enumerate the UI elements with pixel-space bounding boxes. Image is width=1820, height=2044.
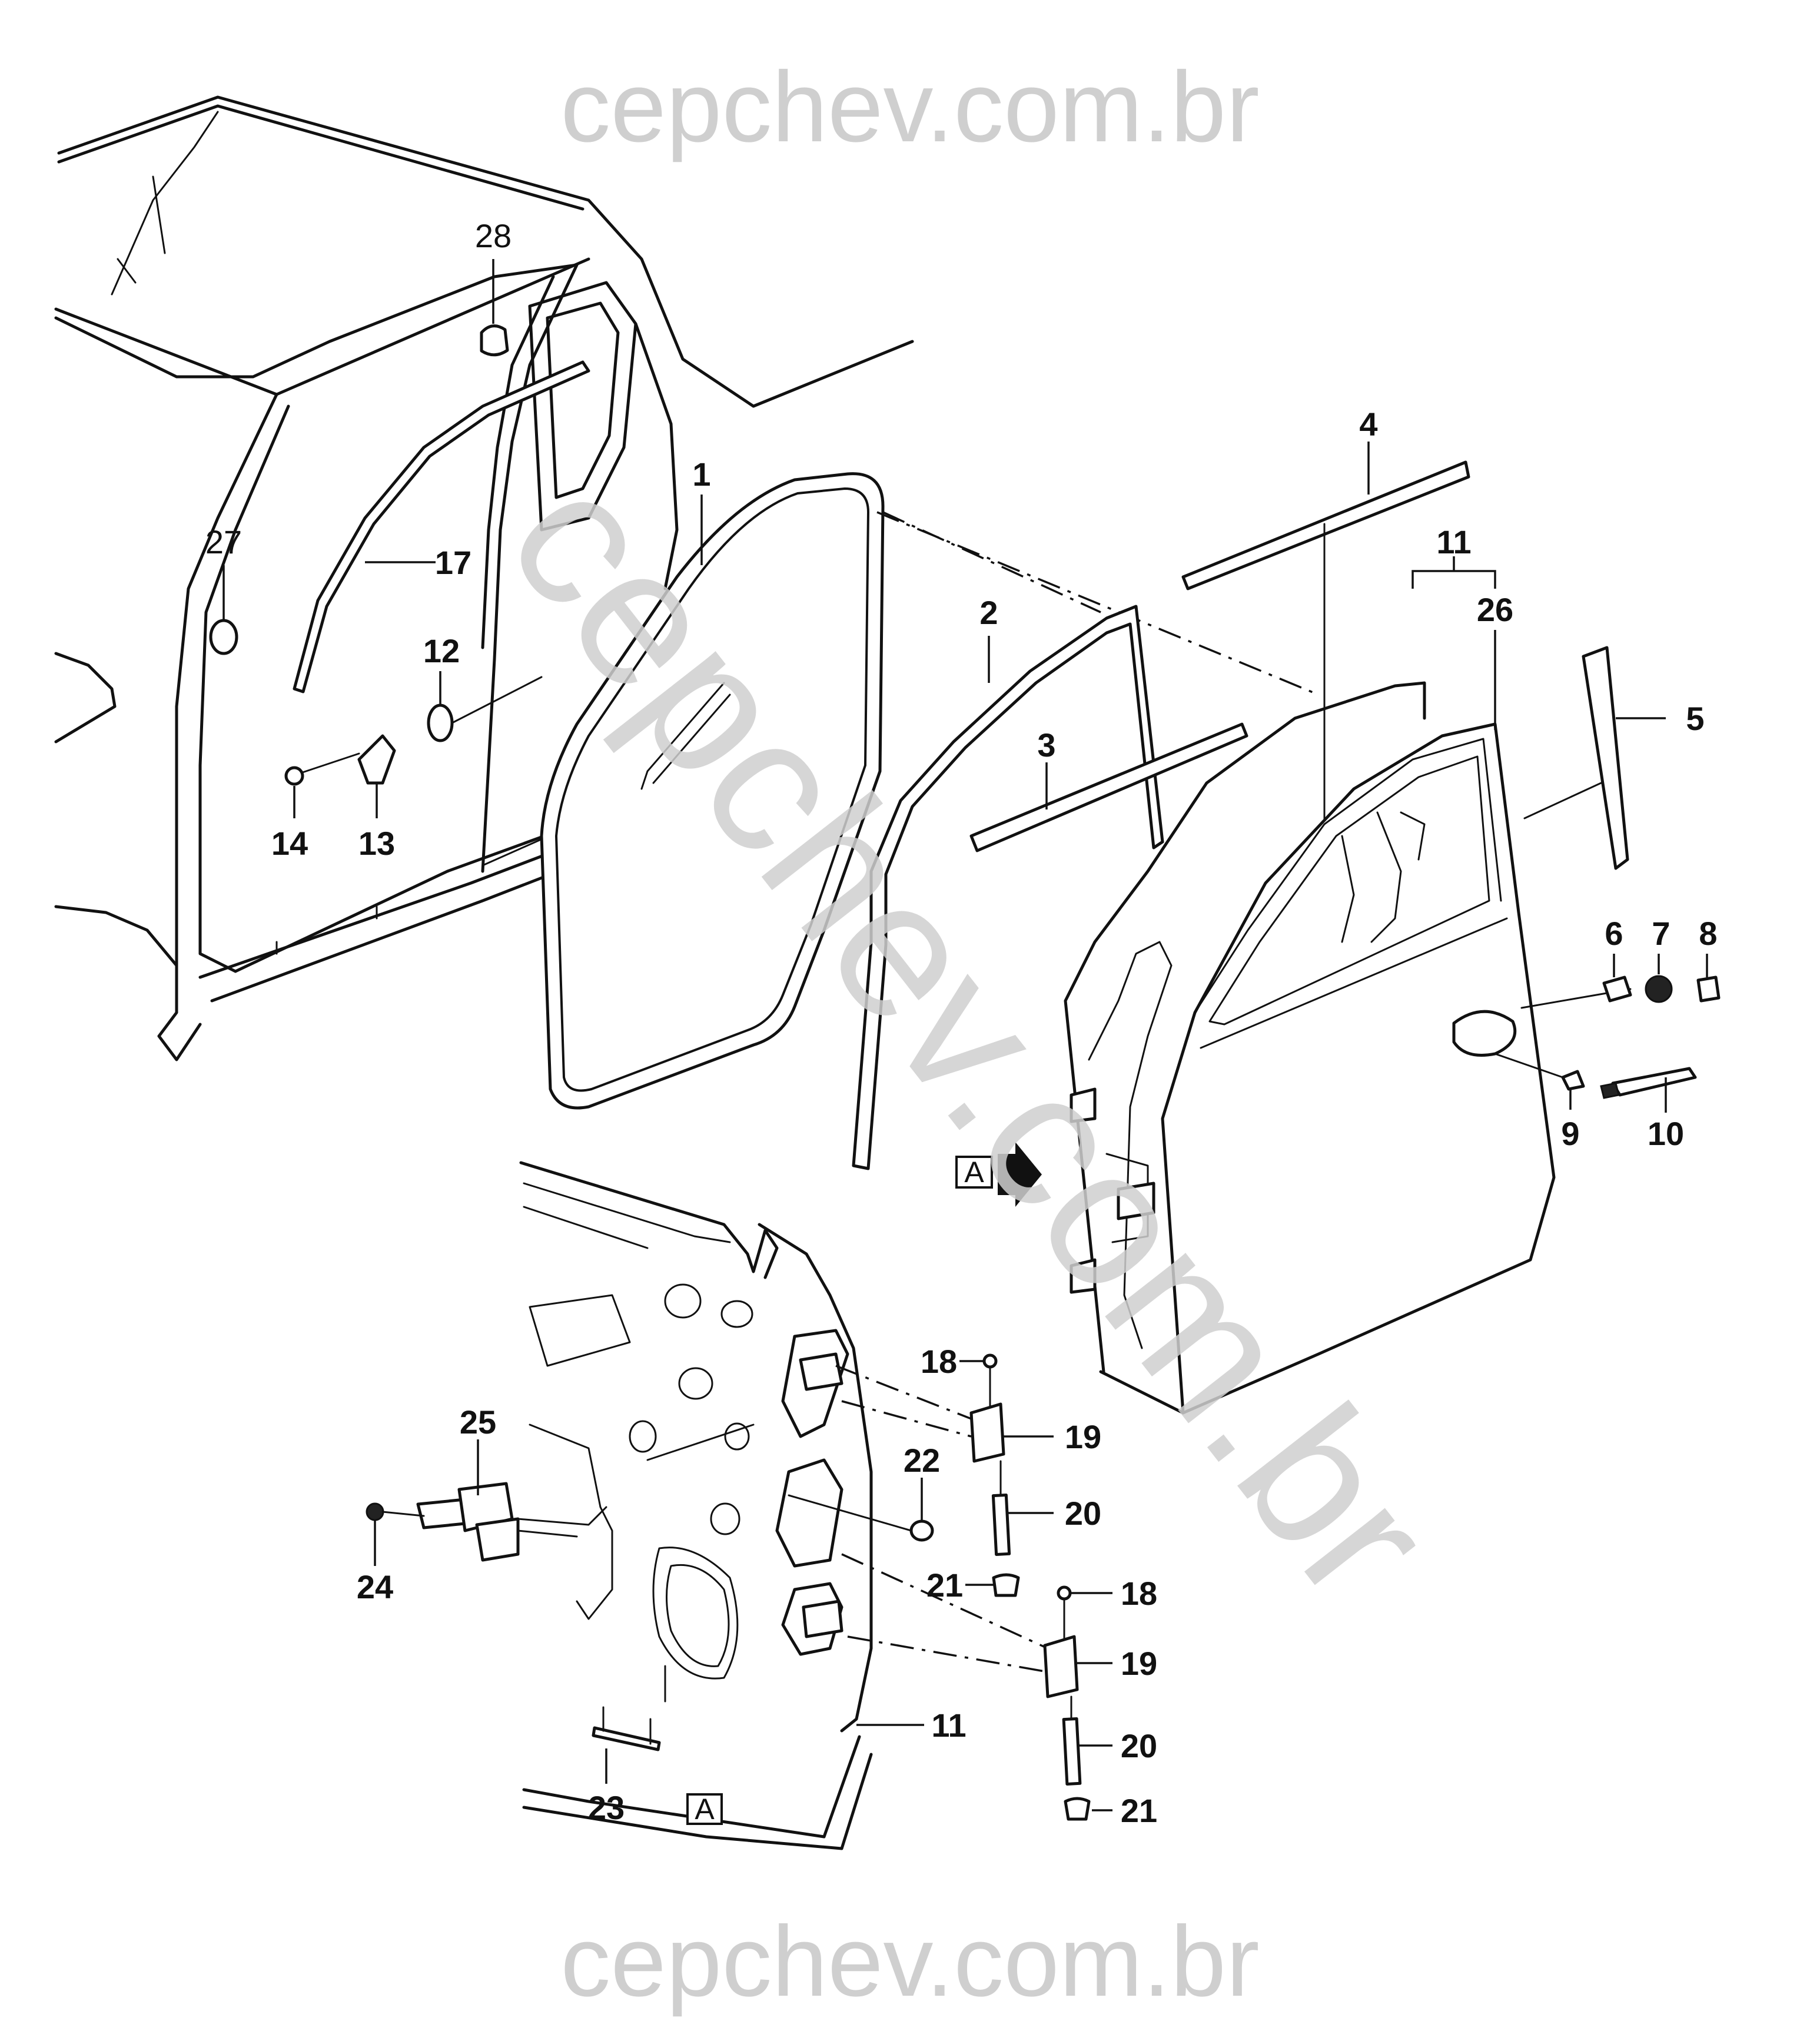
callout-28: 28 <box>475 217 512 254</box>
callout-17: 17 <box>435 544 471 581</box>
callout-14: 14 <box>271 825 308 862</box>
callout-9: 9 <box>1561 1115 1579 1152</box>
part-5-applique <box>1523 646 1666 870</box>
callout-22: 22 <box>904 1442 940 1479</box>
detail-a-door-inner <box>519 1161 873 1850</box>
part-6-cap <box>1602 954 1632 1003</box>
callout-labels: 28 27 17 12 14 13 1 2 3 4 11 26 5 6 7 8 … <box>205 217 1718 1829</box>
callout-11-lower: 11 <box>931 1707 966 1744</box>
callout-24: 24 <box>357 1568 393 1605</box>
callout-3: 3 <box>1037 726 1055 764</box>
callout-13: 13 <box>358 825 395 862</box>
part-13-bracket <box>357 734 396 818</box>
part-22-bumper <box>788 1478 934 1542</box>
callout-5: 5 <box>1686 700 1704 737</box>
part-14-screw <box>284 752 360 818</box>
callout-6: 6 <box>1605 915 1623 952</box>
callout-4: 4 <box>1359 406 1377 443</box>
callout-23: 23 <box>588 1789 625 1826</box>
callout-8: 8 <box>1699 915 1717 952</box>
part-17-roof-molding <box>293 360 590 694</box>
view-a-label-top: A <box>964 1156 984 1189</box>
part-7-lock-cylinder <box>1645 954 1673 1003</box>
part-1-door-weatherstrip <box>540 472 885 1110</box>
phantom-lines <box>876 511 1319 696</box>
view-a-arrow <box>955 1142 1042 1207</box>
part-25-door-check <box>416 1439 607 1562</box>
callout-7: 7 <box>1652 915 1670 952</box>
part-28-clip <box>480 259 509 357</box>
part-2-frame-weatherstrip <box>852 605 1164 1170</box>
part-27-grommet <box>209 565 238 655</box>
callout-21-lower: 21 <box>1121 1792 1157 1829</box>
callout-27: 27 <box>205 523 242 560</box>
callout-18-upper: 18 <box>921 1343 957 1380</box>
callout-20-upper: 20 <box>1065 1495 1101 1532</box>
door-leaders <box>1412 556 1496 730</box>
callout-2: 2 <box>979 594 998 631</box>
watermark-top: cepchev.com.br <box>560 51 1259 163</box>
callout-18-lower: 18 <box>1121 1575 1157 1612</box>
callout-26: 26 <box>1477 591 1513 628</box>
callout-19-upper: 19 <box>1065 1418 1101 1455</box>
front-door-assembly <box>1064 681 1632 1415</box>
callout-10: 10 <box>1648 1115 1684 1152</box>
callout-12: 12 <box>423 632 460 669</box>
callout-21-upper: 21 <box>926 1567 963 1604</box>
part-8-bezel <box>1696 954 1721 1003</box>
part-24-bolt <box>366 1502 425 1566</box>
hinge-lower <box>841 1553 1112 1821</box>
part-23-seal-strip <box>592 1665 666 1784</box>
callout-11-top: 11 <box>1436 523 1471 560</box>
hinge-upper <box>835 1353 1054 1597</box>
part-9-clip <box>1561 1070 1585 1110</box>
watermark-bottom: cepchev.com.br <box>560 1906 1259 2018</box>
callout-1: 1 <box>692 456 710 493</box>
part-10-outside-handle <box>1600 1067 1697 1113</box>
view-a-label-bottom: A <box>695 1793 715 1826</box>
callout-19-lower: 19 <box>1121 1645 1157 1682</box>
callout-20-lower: 20 <box>1121 1727 1157 1764</box>
part-3-belt-molding <box>969 722 1248 852</box>
view-a-box-bottom <box>686 1793 723 1825</box>
callout-25: 25 <box>460 1403 496 1441</box>
part-12-plug <box>427 671 543 742</box>
